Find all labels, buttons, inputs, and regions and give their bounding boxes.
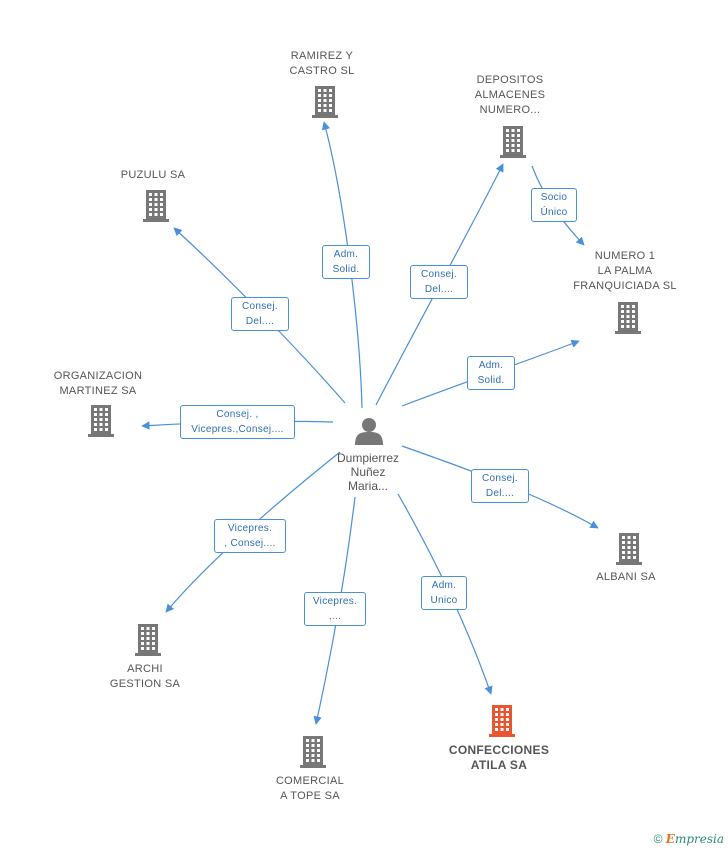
building-icon-albani[interactable] [616, 533, 642, 565]
brand-logo: Empresia [665, 832, 724, 846]
edge-label-ramirez[interactable]: Adm. Solid. [322, 245, 370, 279]
building-icon-depositos[interactable] [500, 126, 526, 158]
company-name-depositos[interactable]: DEPOSITOS ALMACENES NUMERO... [474, 74, 546, 116]
edge-label-depositos[interactable]: Consej. Del.... [410, 265, 468, 299]
building-icon-numero1[interactable] [615, 302, 641, 334]
company-name-comercial[interactable]: COMERCIAL A TOPE SA [275, 774, 345, 802]
company-name-confecciones[interactable]: CONFECCIONES ATILA SA [448, 742, 550, 772]
company-name-albani[interactable]: ALBANI SA [596, 571, 656, 583]
edge-label-archi[interactable]: Vicepres. , Consej.... [214, 519, 286, 553]
center-person-name[interactable]: Dumpierrez Nuñez Maria... [336, 451, 399, 493]
building-icon-ramirez[interactable] [312, 86, 338, 118]
person-icon[interactable] [355, 418, 383, 445]
edge-label-organizacion[interactable]: Consej. , Vicepres.,Consej.... [180, 405, 295, 439]
company-name-numero1[interactable]: NUMERO 1 LA PALMA FRANQUICIADA SL [573, 250, 677, 292]
edge-label-numero1[interactable]: Adm. Solid. [467, 356, 515, 390]
company-name-archi[interactable]: ARCHI GESTION SA [109, 662, 181, 690]
footer-brand[interactable]: © Empresia [654, 832, 724, 846]
copyright-symbol: © [653, 832, 663, 846]
company-name-puzulu[interactable]: PUZULU SA [120, 169, 186, 181]
building-icon-archi[interactable] [135, 624, 161, 656]
edge-label-confecciones[interactable]: Adm. Unico [421, 576, 467, 610]
edge-label-comercial[interactable]: Vicepres. ,... [304, 592, 366, 626]
edge-label-albani[interactable]: Consej. Del.... [471, 469, 529, 503]
company-name-ramirez[interactable]: RAMIREZ Y CASTRO SL [289, 49, 355, 77]
icons-layer [88, 86, 642, 768]
building-icon-confecciones[interactable] [489, 705, 515, 737]
building-icon-organizacion[interactable] [88, 405, 114, 437]
edge-label-numero1-from-depositos[interactable]: Socio Único [531, 188, 577, 222]
company-name-organizacion[interactable]: ORGANIZACION MARTINEZ SA [53, 369, 143, 397]
building-icon-puzulu[interactable] [143, 190, 169, 222]
edge-label-puzulu[interactable]: Consej. Del.... [231, 297, 289, 331]
building-icon-comercial[interactable] [300, 736, 326, 768]
